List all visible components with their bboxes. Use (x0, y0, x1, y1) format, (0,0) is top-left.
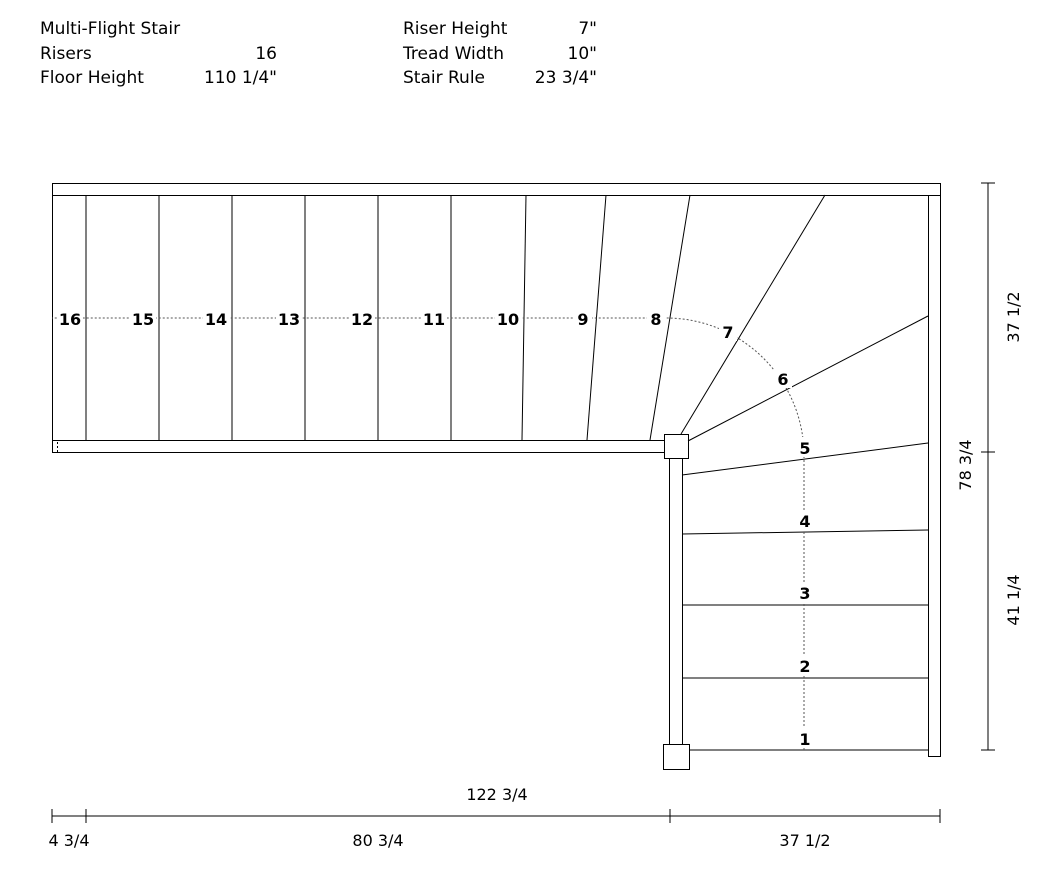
step-number: 3 (799, 584, 810, 603)
winder-line (680, 194, 826, 435)
step-number: 15 (132, 310, 154, 329)
floor-height-label: Floor Height (40, 68, 144, 88)
step-number: 11 (423, 310, 445, 329)
lower-width-dimension: 37 1/2 (779, 831, 830, 850)
risers-label: Risers (40, 43, 92, 64)
step-number: 6 (777, 370, 788, 389)
step-number: 12 (351, 310, 373, 329)
upper-depth-dimension: 37 1/2 (1004, 291, 1023, 342)
step-numbers: 1 2 3 4 5 6 7 8 9 10 11 12 13 14 15 16 (57, 308, 814, 749)
step-number: 5 (799, 439, 810, 458)
horizontal-dimension-line (51, 809, 941, 823)
winder-line (649, 194, 691, 441)
vertical-dimension-line (981, 182, 995, 751)
riser-height-label: Riser Height (403, 19, 508, 39)
stair-title: Multi-Flight Stair (40, 19, 181, 39)
winder-line (687, 315, 929, 442)
horizontal-dimensions: 122 3/4 4 3/4 80 3/4 37 1/2 (48, 785, 830, 850)
tread-width-value: 10" (567, 43, 597, 64)
step-number: 14 (205, 310, 227, 329)
stair-specs-right: Riser Height 7" Tread Width 10" Stair Rule… (403, 17, 603, 91)
top-wall (52, 183, 941, 196)
tread-line (681, 529, 929, 535)
upper-run-dimension: 80 3/4 (352, 831, 403, 850)
step-number: 1 (799, 730, 810, 749)
step-number: 8 (650, 310, 661, 329)
vertical-dimensions: 37 1/2 78 3/4 41 1/4 (956, 291, 1023, 625)
step-number: 7 (722, 323, 733, 342)
winder-line (681, 442, 929, 476)
upper-inner-rail (52, 440, 665, 453)
riser-height-value: 7" (578, 19, 597, 39)
step-number: 9 (577, 310, 588, 329)
step-number: 4 (799, 512, 810, 531)
right-wall (928, 195, 941, 757)
total-depth-dimension: 78 3/4 (956, 439, 975, 490)
risers-value: 16 (255, 43, 277, 64)
stair-rule-label: Stair Rule (403, 68, 485, 88)
step-number: 10 (497, 310, 519, 329)
left-offset-dimension: 4 3/4 (48, 831, 89, 850)
step-number: 13 (278, 310, 300, 329)
walk-line (52, 317, 805, 750)
stair-outline (52, 183, 941, 770)
tread-width-label: Tread Width (403, 43, 504, 64)
stair-specs-left: Multi-Flight Stair Risers 16 Floor Height… (40, 17, 280, 91)
lower-inner-rail (669, 452, 683, 745)
top-newel-post (664, 434, 689, 459)
step-number: 16 (59, 310, 81, 329)
floor-height-value: 110 1/4" (203, 68, 277, 88)
step-number: 2 (799, 657, 810, 676)
lower-run-dimension: 41 1/4 (1004, 574, 1023, 625)
total-width-dimension: 122 3/4 (466, 785, 527, 804)
stair-rule-value: 23 3/4" (534, 68, 597, 88)
bottom-newel-post (663, 744, 690, 770)
